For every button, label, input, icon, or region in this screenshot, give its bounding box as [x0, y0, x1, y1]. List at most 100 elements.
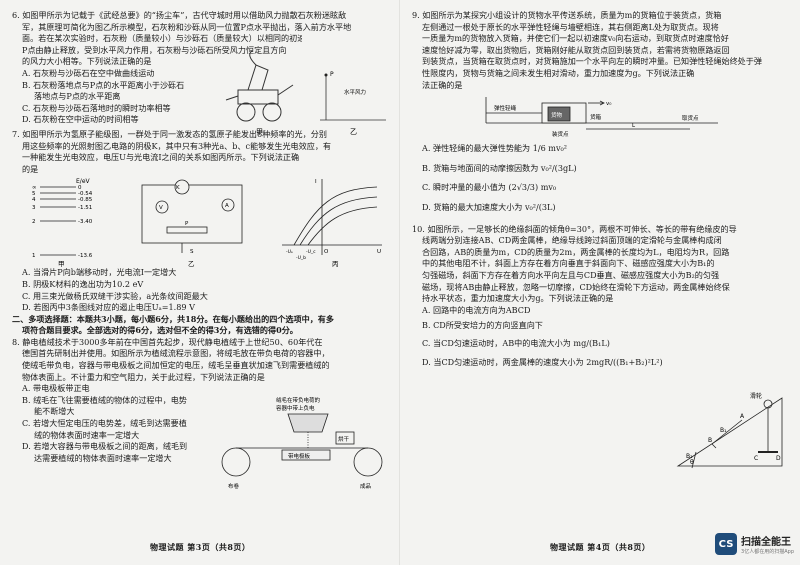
- q7-label-o: O: [324, 249, 329, 255]
- page-footer-right: 物理试题 第4页（共8页）: [550, 542, 651, 552]
- q9-option-c: C. 瞬时冲量的最小值为 (2√3/3) mv₀: [422, 182, 557, 193]
- q6-line: 6. 如图甲所示为记载于《武经总要》的“扬尘车”，古代守城时用以借助风力抛散石灰…: [12, 10, 347, 20]
- q10-line: 匀强磁场，斜面下方存在着方向水平向左且与CD垂直、磁感应强度大小为B₂的匀强: [422, 269, 720, 280]
- page-right: 9. 如图所示为某探究小组设计的货物水平传送系统，质量为m的货箱位于装货点，货箱…: [400, 0, 800, 565]
- q6-line: 军，其原理可简化为图乙所示模型，石灰粉和沙砾从同一位置P点水平抛出，落入前方水平…: [22, 21, 352, 32]
- q8-option-b-cont: 能不断增大: [34, 406, 75, 417]
- watermark-name: 扫描全能王: [741, 537, 792, 548]
- q10-label-theta: θ: [690, 459, 694, 466]
- q9-label-cargo: 货物: [551, 111, 563, 119]
- q10-line: 中的其他电阻不计，斜面上方存在着方向垂直于斜面向下、磁感应强度大小为B₁的: [422, 258, 715, 269]
- q10-option-c: C. 当CD匀速运动时，AB中的电流大小为 mg/(B₁L): [422, 337, 610, 348]
- q6-option-a: A. 石灰粉与沙砾石在空中做曲线运动: [22, 67, 155, 78]
- question-7: 7. 如图甲所示为氢原子能级图，一群处于同一激发态的氢原子能发出6种频率的光，分…: [12, 129, 388, 175]
- flocking-machine: [221, 413, 383, 477]
- q6-label-wind: 水平风力: [344, 88, 366, 96]
- q8-label-dry: 烘干: [338, 435, 350, 443]
- q8-line: 德国首先研制出并使用。如图所示为植绒流程示意图，将绒毛放在带负电荷的容器中，: [22, 348, 330, 359]
- section-2-heading: 二、多项选择题：本题共3小题，每小题6分，共18分。在每小题给出的四个选项中，有…: [12, 313, 334, 324]
- q7-label-v: V: [159, 205, 163, 211]
- q7-label-k: K: [176, 185, 180, 191]
- q6-label-p: P: [330, 71, 334, 78]
- q9-label-load-point: 装货点: [552, 130, 569, 138]
- incline-setup: [676, 397, 783, 469]
- q6-label-yi: 乙: [350, 128, 357, 136]
- q6-option-c: C. 石灰粉与沙砾石落地时的瞬时功率相等: [22, 102, 171, 113]
- page-left: 6. 如图甲所示为记载于《武经总要》的“扬尘车”，古代守城时用以借助风力抛散石灰…: [12, 10, 388, 552]
- q9-option-d: D. 货箱的最大加速度大小为 v₀²/(3L): [422, 201, 556, 212]
- q7-label-bing: 丙: [332, 260, 339, 267]
- photoelectric-circuit: [141, 179, 243, 254]
- q9-line: 性限度内，货物与货箱之间未发生相对滑动，重力加速度为g。下列说法正确: [422, 67, 695, 78]
- level-n: ∞: [32, 185, 37, 191]
- q8-option-c: C. 若增大恒定电压的电势差，绒毛到达需要植: [22, 418, 187, 429]
- q8-label-roll: 布卷: [228, 482, 240, 490]
- level-e: -1.51: [78, 205, 92, 211]
- q6-label-jia: 甲: [256, 128, 263, 136]
- q9-line: 左侧通过一根处于原长的水平弹性轻绳与墙壁相连，其右侧距离L处为取货点。现将: [422, 21, 719, 32]
- q9-line: 法正确的是: [422, 79, 463, 90]
- q8-label-product: 成品: [360, 482, 372, 490]
- q8-line: 8. 静电植绒技术于3000多年前在中国首先起步，现代静电植绒于上世纪50、60…: [12, 336, 323, 347]
- q8-options: A. 带电极板带正电 B. 绒毛在飞往需要植绒的物体的过程中，电势 能不断增大 …: [12, 383, 212, 464]
- question-10: 10. 如图所示，一足够长的绝缘斜面的倾角θ=30°，两根不可伸长、等长的带有绝…: [412, 224, 788, 370]
- q7-label-a: A: [225, 203, 229, 209]
- level-e: -0.85: [78, 197, 93, 203]
- q6-model: [320, 75, 386, 121]
- q9-line: 速度恰好减为零，取出货物后，货箱刚好能从取货点回到装货点，若需将货物原路返回: [422, 44, 730, 55]
- q10-line: 线两端分别连接AB、CD两金属棒，绝缘导线跨过斜面顶端的定滑轮与金属棒构成闭: [422, 235, 722, 246]
- q10-label-b: B: [708, 437, 712, 444]
- q10-option-b: B. CD所受安培力的方向竖直向下: [422, 320, 543, 331]
- q10-figure: 滑轮 B A B₁ B₂ C D θ: [676, 392, 783, 469]
- q6-option-b: B. 石灰粉落地点与P点的水平距离小于沙砾石: [22, 79, 185, 90]
- current-voltage-graph: [282, 179, 382, 256]
- q9-line: 9. 如图所示为某探究小组设计的货物水平传送系统，质量为m的货箱位于装货点，货箱: [412, 10, 722, 20]
- q7-label-uc: -U_c: [306, 249, 316, 255]
- question-9: 9. 如图所示为某探究小组设计的货物水平传送系统，质量为m的货箱位于装货点，货箱…: [412, 10, 788, 91]
- scanner-watermark: CS 扫描全能王 3亿人都在用的扫描App: [715, 533, 794, 555]
- level-e: -13.6: [78, 253, 93, 259]
- q9-label-rope: 弹性轻绳: [494, 104, 517, 112]
- q7-option-a: A. 当滑片P向b端移动时，光电流I一定增大: [22, 267, 177, 278]
- q7-label-i: I: [315, 179, 317, 185]
- q9-option-b: B. 货箱与地面间的动摩擦因数为 v₀²/(3gL): [422, 162, 577, 173]
- q7-label-ub: -U_b: [296, 255, 306, 261]
- q10-label-pulley: 滑轮: [750, 392, 762, 400]
- q8-caption-2: 容器中带上负电: [276, 404, 315, 412]
- level-n: 4: [32, 197, 36, 203]
- q7-option-d: D. 若图丙中3条图线对应的遏止电压Uₐ=1.89 V: [22, 302, 195, 313]
- q7-option-b: B. 阴极K材料的逸出功为10.2 eV: [22, 278, 144, 289]
- level-n: 1: [32, 253, 36, 259]
- q10-option-d: D. 当CD匀速运动时，两金属棒的速度大小为 2mgR/((B₁+B₂)²L²): [422, 357, 663, 368]
- q9-label-pick-point: 取货点: [682, 114, 699, 122]
- q9-label-l: L: [632, 123, 636, 129]
- q9-option-a: A. 弹性轻绳的最大弹性势能为 1/6 mv₀²: [422, 143, 568, 154]
- watermark-sub: 3亿人都在用的扫描App: [741, 549, 794, 555]
- q10-label-b1: B₁: [720, 427, 727, 434]
- q7-line: 一种能发生光电效应，电压U与光电流I之间的关系如图丙所示。下列说法正确: [22, 152, 300, 163]
- camscanner-logo-icon: CS: [715, 533, 738, 555]
- level-n: 2: [32, 219, 36, 225]
- q10-line: 10. 如图所示，一足够长的绝缘斜面的倾角θ=30°，两根不可伸长、等长的带有绝…: [412, 223, 737, 234]
- q7-label-yi: 乙: [188, 260, 195, 267]
- q7-line: 的是: [22, 163, 39, 174]
- q8-option-d: D. 若增大容器与带电极板之间的距离，绒毛到: [22, 441, 188, 452]
- energy-level-diagram: E/eV ∞ 5 4 3 2 1 0 -0.54: [32, 178, 93, 267]
- q6-line: P点由静止释放，受到水平风力作用，石灰粉与沙砾石所受风力恒定且方向: [22, 44, 287, 55]
- q10-line: 持水平状态，重力加速度大小为g。下列说法正确的是: [422, 293, 614, 304]
- q7-figures: E/eV ∞ 5 4 3 2 1 0 -0.54: [12, 175, 388, 267]
- q7-label-ua: -Uₐ: [286, 249, 293, 255]
- q8-option-d-cont: 达需要植绒的物体表面时速率一定增大: [34, 452, 172, 463]
- q8-line: 物体表面上。不计重力和空气阻力，关于此过程，下列说法正确的是: [22, 371, 265, 382]
- conveyor-setup: [485, 97, 718, 130]
- q7-label-s: S: [190, 249, 194, 255]
- level-n: 3: [32, 205, 36, 211]
- q7-label-p: P: [185, 221, 189, 227]
- question-6: 6. 如图甲所示为记载于《武经总要》的“扬尘车”，古代守城时用以借助风力抛散石灰…: [12, 10, 388, 126]
- level-e: -3.40: [78, 219, 93, 225]
- q7-label-u: U: [377, 249, 381, 255]
- q10-label-b2: B₂: [686, 453, 693, 460]
- q7-option-c: C. 用三束光做杨氏双缝干涉实验，a光条纹间距最大: [22, 290, 208, 301]
- q8-option-b: B. 绒毛在飞往需要植绒的物体的过程中，电势: [22, 394, 187, 405]
- page-fold: [399, 0, 400, 565]
